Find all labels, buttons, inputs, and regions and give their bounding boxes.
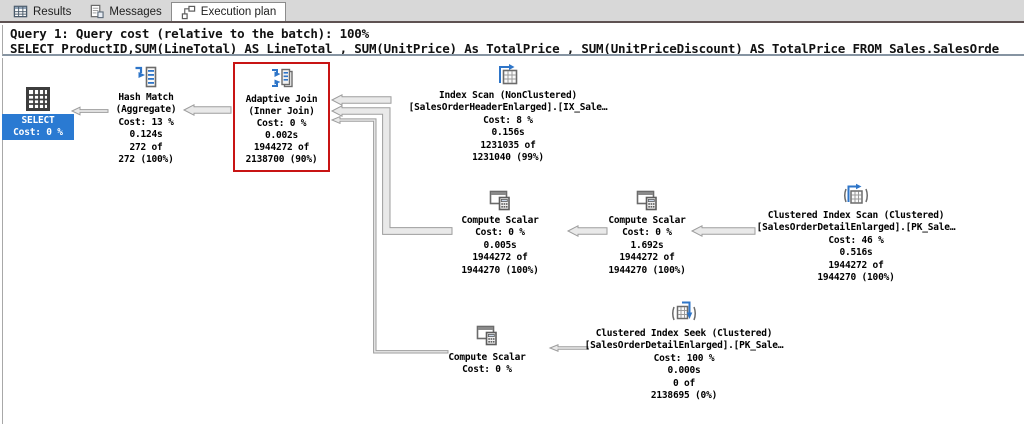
node-line: 272 (100%) (118, 154, 174, 166)
node-line: [SalesOrderDetailEnlarged].[PK_Sale… (584, 340, 784, 352)
node-line: 1231035 of (480, 139, 536, 151)
tab-results-label: Results (33, 5, 72, 18)
compute-scalar-icon (489, 190, 510, 211)
plan-node-compute-scalar-2[interactable]: Compute Scalar Cost: 0 % 1.692s 1944272 … (567, 187, 727, 277)
node-line: 0 of (672, 377, 696, 389)
arrow-compute-scalar-1-to-adaptive-join[interactable] (330, 104, 453, 235)
plan-node-adaptive-join[interactable]: Adaptive Join (Inner Join) Cost: 0 % 0.0… (233, 62, 330, 172)
plan-node-clustered-index-scan[interactable]: Clustered Index Scan (Clustered) [SalesO… (741, 182, 971, 284)
node-line: 1944270 (100%) (608, 264, 686, 276)
tab-results[interactable]: Results (4, 2, 80, 21)
node-line: Compute Scalar (608, 215, 686, 226)
messages-icon (91, 4, 104, 19)
hash-match-icon (135, 66, 157, 88)
tab-execution-plan-label: Execution plan (200, 6, 277, 18)
arrow-clustered-index-seek-to-compute-scalar-3[interactable] (548, 344, 589, 352)
node-line: 1944272 of (828, 259, 884, 271)
arrow-index-scan-to-adaptive-join[interactable] (330, 93, 392, 107)
execution-plan-icon (181, 5, 195, 19)
arrow-clustered-index-scan-to-compute-scalar-2[interactable] (690, 224, 756, 238)
node-line: Compute Scalar (461, 215, 539, 226)
query-cost-line: Query 1: Query cost (relative to the bat… (10, 26, 369, 41)
plan-node-compute-scalar-3[interactable]: Compute Scalar Cost: 0 % (407, 322, 567, 377)
node-line: Cost: 0 % (462, 364, 512, 376)
node-line: Hash Match (118, 92, 174, 103)
arrow-compute-scalar-3-to-adaptive-join[interactable] (330, 115, 449, 354)
execution-plan-canvas (2, 58, 1024, 424)
clustered-index-seek-icon (672, 301, 696, 321)
arrow-adaptive-join-to-hash-match[interactable] (182, 103, 232, 117)
node-line: SELECT (21, 115, 55, 126)
node-line: 2138700 (90%) (245, 154, 318, 166)
clustered-index-scan-icon (844, 183, 868, 204)
node-line: Index Scan (NonClustered) (439, 90, 577, 101)
node-line: 272 of (129, 141, 163, 153)
plan-node-index-scan[interactable]: Index Scan (NonClustered) [SalesOrderHea… (393, 62, 623, 164)
plan-node-select[interactable]: SELECT Cost: 0 % (2, 86, 74, 140)
node-line: Cost: 13 % (118, 116, 174, 128)
arrow-hash-match-to-select[interactable] (70, 106, 109, 116)
node-line: (Inner Join) (248, 106, 315, 118)
compute-scalar-icon (476, 325, 497, 346)
node-line: 1944270 (100%) (817, 272, 895, 284)
results-grid-icon (13, 5, 28, 18)
node-line: 1.692s (630, 239, 664, 251)
node-line: (Aggregate) (115, 104, 177, 116)
plan-node-clustered-index-seek[interactable]: Clustered Index Seek (Clustered) [SalesO… (569, 300, 799, 402)
tab-messages[interactable]: Messages (80, 2, 170, 21)
node-line: 2138695 (0%) (650, 390, 718, 402)
node-line: Cost: 100 % (653, 352, 715, 364)
node-line: Clustered Index Seek (Clustered) (595, 328, 773, 339)
node-line: [SalesOrderDetailEnlarged].[PK_Sale… (756, 222, 956, 234)
node-line: [SalesOrderHeaderEnlarged].[IX_Sale… (408, 102, 608, 114)
node-line: 0.124s (129, 129, 163, 141)
arrow-compute-scalar-2-to-compute-scalar-1[interactable] (566, 224, 608, 238)
node-line: Cost: 0 % (622, 227, 672, 239)
node-line: 0.005s (483, 239, 517, 251)
node-line: 1944272 of (619, 252, 675, 264)
node-line: 1944272 of (253, 142, 310, 154)
select-result-grid-icon (26, 87, 50, 111)
tab-messages-label: Messages (109, 5, 162, 18)
node-line: Compute Scalar (448, 352, 526, 363)
query-header: Query 1: Query cost (relative to the bat… (2, 25, 1024, 56)
node-line: Cost: 0 % (475, 227, 525, 239)
node-line: Cost: 0 % (256, 118, 307, 130)
query-text-line: SELECT ProductID,SUM(LineTotal) AS LineT… (10, 40, 999, 56)
node-line: Adaptive Join (245, 94, 318, 105)
node-line: 0.002s (264, 130, 299, 142)
index-scan-icon (499, 64, 518, 85)
node-line: Cost: 46 % (828, 234, 884, 246)
select-highlight-box: SELECT Cost: 0 % (2, 114, 74, 140)
node-line: Clustered Index Scan (Clustered) (767, 210, 945, 221)
node-line: 1944270 (100%) (461, 264, 539, 276)
plan-node-compute-scalar-1[interactable]: Compute Scalar Cost: 0 % 0.005s 1944272 … (420, 187, 580, 277)
results-pane-tab-bar: Results Messages Execution plan (0, 0, 1024, 23)
plan-node-hash-match[interactable]: Hash Match (Aggregate) Cost: 13 % 0.124s… (86, 64, 206, 166)
node-line: 0.000s (667, 365, 701, 377)
node-line: 0.156s (491, 127, 525, 139)
compute-scalar-icon (636, 190, 657, 211)
node-line: 1944272 of (472, 252, 528, 264)
node-line: Cost: 0 % (13, 126, 63, 138)
node-line: 0.516s (839, 247, 873, 259)
node-line: Cost: 8 % (483, 114, 533, 126)
adaptive-join-icon (271, 68, 293, 88)
tab-execution-plan[interactable]: Execution plan (170, 2, 287, 21)
node-line: 1231040 (99%) (472, 152, 544, 164)
